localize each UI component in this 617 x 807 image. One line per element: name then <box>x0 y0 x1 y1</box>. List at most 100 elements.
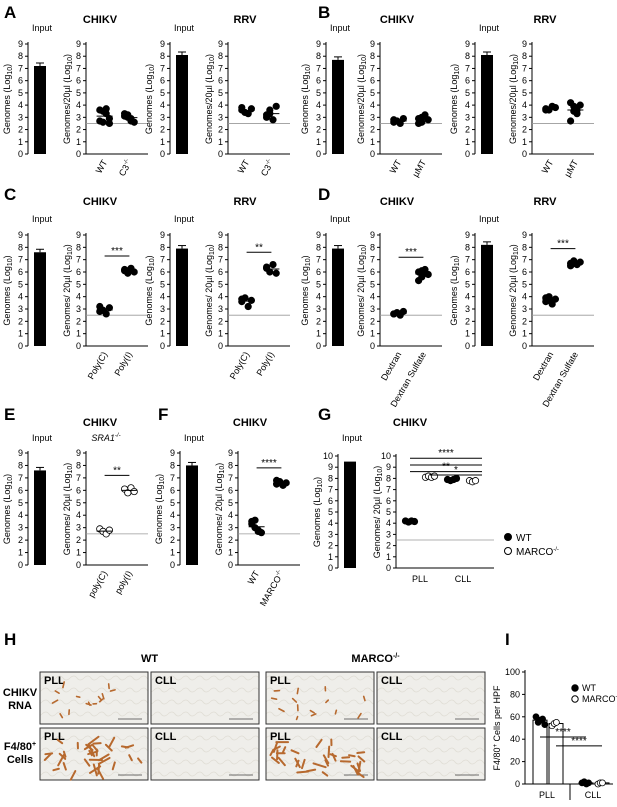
x-category-label: WT <box>94 158 110 176</box>
main-tick-label: 5 <box>386 507 391 517</box>
label-suffix: ) <box>449 64 459 67</box>
label-subscript: 10 <box>513 57 520 65</box>
histology-col-label: CLL <box>155 675 177 687</box>
significance-label: **** <box>261 458 277 469</box>
input-tick-label: 5 <box>316 279 321 289</box>
stain-mark <box>111 761 116 771</box>
row-label-line: F4/80 <box>4 741 32 753</box>
main-tick-label: 1 <box>218 329 223 339</box>
input-tick-label: 9 <box>18 230 23 240</box>
main-tick-label: 7 <box>386 485 391 495</box>
input-label: Input <box>330 23 351 33</box>
stain-mark <box>356 762 362 772</box>
label-subscript: 10 <box>67 247 74 255</box>
input-tick-label: 6 <box>465 267 470 277</box>
tick-label: 20 <box>510 757 520 767</box>
input-tick-label: 2 <box>170 535 175 545</box>
label-subscript: 10 <box>7 67 14 75</box>
main-tick-label: 8 <box>386 473 391 483</box>
main-tick-label: 6 <box>386 496 391 506</box>
panel-letter: F <box>158 405 168 424</box>
main-tick-label: 4 <box>370 100 375 110</box>
input-tick-label: 1 <box>18 548 23 558</box>
main-tick-label: 0 <box>228 560 233 570</box>
input-y-label: Genomes (Log10) <box>300 64 312 134</box>
filled-circle-marker <box>121 265 129 274</box>
input-tick-label: 9 <box>160 39 165 49</box>
label-suffix: ) <box>144 255 154 258</box>
panel-letter: H <box>4 630 16 649</box>
input-tick-label: 10 <box>323 451 333 461</box>
main-tick-label: 1 <box>522 137 527 147</box>
label-subscript: 10 <box>377 469 384 477</box>
stain-mark <box>54 690 60 694</box>
main-tick-label: 3 <box>76 112 81 122</box>
chart-title: CHIKV <box>83 417 118 429</box>
input-bar <box>332 248 344 346</box>
main-tick-label: 0 <box>218 341 223 351</box>
histology-col-label: PLL <box>44 731 65 743</box>
main-tick-label: 4 <box>228 510 233 520</box>
main-tick-label: 7 <box>522 255 527 265</box>
input-tick-label: 3 <box>170 523 175 533</box>
input-y-label: Genomes (Log10) <box>449 255 461 325</box>
input-tick-label: 0 <box>18 560 23 570</box>
input-tick-label: 7 <box>465 255 470 265</box>
stain-mark <box>281 746 287 754</box>
stain-mark <box>291 697 298 703</box>
label-subscript: 10 <box>67 466 74 474</box>
histology-col-label: PLL <box>270 675 291 687</box>
stain-mark <box>309 709 315 714</box>
main-tick-label: 6 <box>228 485 233 495</box>
stain-mark <box>62 750 67 758</box>
x-category-label: µMT <box>562 158 580 179</box>
stain-mark <box>270 697 278 700</box>
input-tick-label: 8 <box>328 473 333 483</box>
legend-label: WT <box>582 683 596 693</box>
input-tick-label: 1 <box>170 548 175 558</box>
main-tick-label: 1 <box>76 548 81 558</box>
main-tick-label: 5 <box>522 88 527 98</box>
input-tick-label: 2 <box>18 125 23 135</box>
chart-title: CHIKV <box>393 417 428 429</box>
legend-label: MARCO-/- <box>582 694 617 704</box>
chart-title: CHIKV <box>233 417 268 429</box>
main-tick-label: 3 <box>76 523 81 533</box>
input-y-label: Genomes (Log10) <box>2 255 14 325</box>
label-suffix: ) <box>2 474 12 477</box>
tick-label: 0 <box>515 779 520 789</box>
histology-image <box>265 671 375 725</box>
main-tick-label: 8 <box>76 51 81 61</box>
filled-circle-marker <box>272 476 281 484</box>
main-tick-label: 0 <box>218 149 223 159</box>
stain-mark <box>325 699 330 704</box>
filled-circle-marker <box>247 296 255 304</box>
stain-mark <box>69 770 77 781</box>
filled-circle-marker <box>390 118 398 126</box>
x-category-label: WT <box>388 158 404 176</box>
filled-circle-marker <box>266 106 274 114</box>
tick-label: 80 <box>510 689 520 699</box>
filled-circle-marker <box>269 116 277 124</box>
input-tick-label: 3 <box>328 529 333 539</box>
input-tick-label: 2 <box>316 125 321 135</box>
row-label-line: CHIKV <box>3 687 38 699</box>
input-tick-label: 7 <box>160 255 165 265</box>
input-label: Input <box>479 214 500 224</box>
input-tick-label: 2 <box>18 535 23 545</box>
stain-mark <box>290 749 300 755</box>
histology-group-label: WT <box>141 653 158 665</box>
filled-circle-marker <box>254 526 262 534</box>
label-suffix: ) <box>2 255 12 258</box>
label-subscript: 10 <box>305 258 312 266</box>
main-tick-label: 8 <box>76 242 81 252</box>
stain-mark <box>357 755 366 763</box>
input-tick-label: 6 <box>18 267 23 277</box>
input-tick-label: 2 <box>160 316 165 326</box>
main-tick-label: 4 <box>76 292 81 302</box>
input-tick-label: 7 <box>18 473 23 483</box>
filled-circle-marker <box>102 310 110 318</box>
main-tick-label: 5 <box>76 498 81 508</box>
